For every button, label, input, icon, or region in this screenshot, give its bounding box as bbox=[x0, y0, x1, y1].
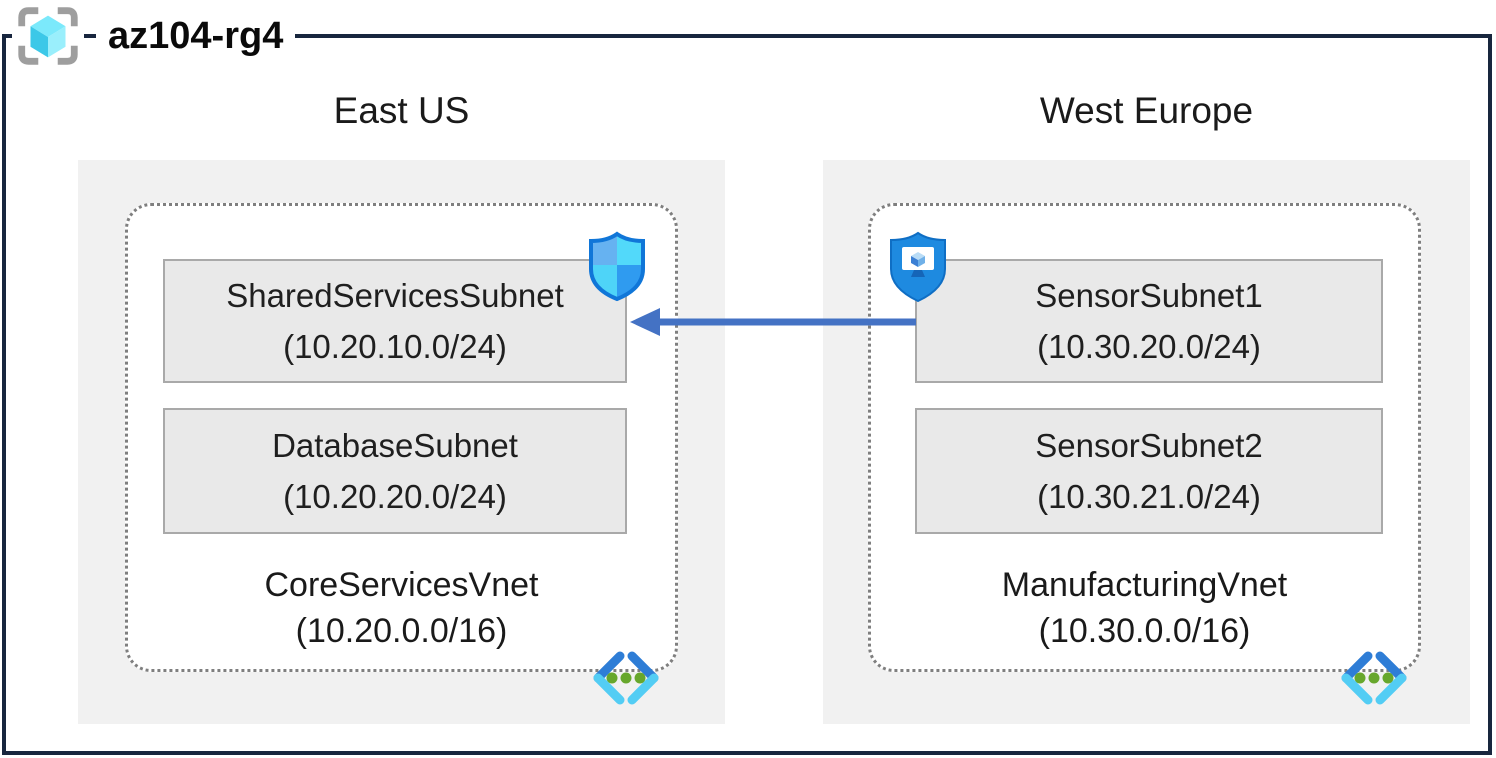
resource-group-icon bbox=[12, 5, 84, 67]
region-label-east-us: East US bbox=[333, 90, 470, 131]
subnet-box-sensorsubnet2: SensorSubnet2 (10.30.21.0/24) bbox=[915, 408, 1383, 534]
diagram-title: az104-rg4 bbox=[96, 13, 296, 59]
vnet-cidr: (10.20.0.0/16) bbox=[295, 611, 508, 650]
subnet-name: DatabaseSubnet bbox=[272, 426, 518, 464]
subnet-name: SensorSubnet1 bbox=[1035, 276, 1263, 314]
subnet-cidr: (10.20.20.0/24) bbox=[283, 478, 507, 515]
vnet-label-coreservicesvnet: CoreServicesVnet (10.20.0.0/16) bbox=[125, 563, 678, 655]
subnet-name: SensorSubnet2 bbox=[1035, 426, 1263, 464]
vnet-icon bbox=[1337, 649, 1411, 707]
asg-shield-icon bbox=[889, 231, 947, 303]
peering-arrow bbox=[620, 300, 930, 345]
cube-glyph bbox=[30, 15, 66, 58]
vnet-label-manufacturingvnet: ManufacturingVnet (10.30.0.0/16) bbox=[868, 563, 1421, 655]
vnet-icon bbox=[589, 649, 663, 707]
cube-glyph bbox=[911, 252, 925, 267]
vnet-name: ManufacturingVnet bbox=[1001, 566, 1288, 604]
vnet-name: CoreServicesVnet bbox=[264, 566, 539, 604]
arrowhead-glyph bbox=[630, 308, 660, 336]
nsg-shield-icon bbox=[588, 231, 646, 302]
resource-group-frame bbox=[2, 34, 1492, 755]
subnet-box-sensorsubnet1: SensorSubnet1 (10.30.20.0/24) bbox=[915, 259, 1383, 383]
subnet-cidr: (10.30.21.0/24) bbox=[1037, 478, 1261, 515]
subnet-box-databasesubnet: DatabaseSubnet (10.20.20.0/24) bbox=[163, 408, 627, 534]
region-label-west-europe: West Europe bbox=[1039, 90, 1254, 131]
subnet-box-sharedservicessubnet: SharedServicesSubnet (10.20.10.0/24) bbox=[163, 259, 627, 383]
subnet-name: SharedServicesSubnet bbox=[226, 276, 564, 314]
vnet-cidr: (10.30.0.0/16) bbox=[1038, 611, 1251, 650]
subnet-cidr: (10.30.20.0/24) bbox=[1037, 328, 1261, 365]
monitor-stand-glyph bbox=[911, 270, 925, 277]
subnet-cidr: (10.20.10.0/24) bbox=[283, 328, 507, 365]
